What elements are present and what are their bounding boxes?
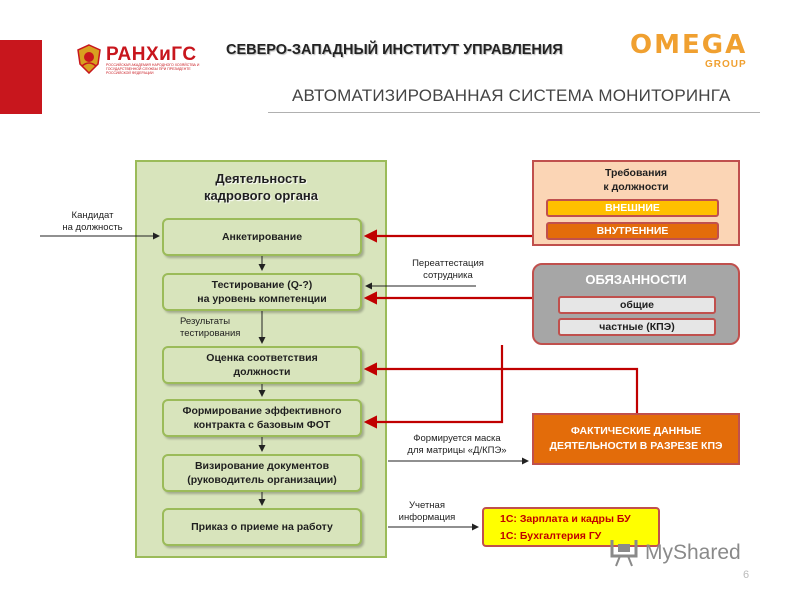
- hr-panel-title-line1: Деятельность: [215, 171, 307, 186]
- watermark-text: MyShared: [645, 541, 741, 564]
- requirements-title-line2: к должности: [603, 181, 669, 193]
- 1c-accounting-item: 1С: Бухгалтерия ГУ: [500, 530, 602, 542]
- label-line: Учетная: [409, 500, 445, 511]
- requirement-external: ВНЕШНИЕ: [546, 199, 719, 217]
- facts-line2: ДЕЯТЕЛЬНОСТИ В РАЗРЕЗЕ КПЭ: [549, 440, 723, 452]
- step-line: Анкетирование: [221, 231, 303, 243]
- hr-panel-title: Деятельность кадрового органа: [135, 170, 387, 204]
- actual-kpi-data-box: ФАКТИЧЕСКИЕ ДАННЫЕ ДЕЯТЕЛЬНОСТИ В РАЗРЕЗЕ…: [532, 413, 740, 465]
- page-number: 6: [743, 569, 750, 581]
- step-line: должности: [233, 366, 291, 378]
- step-line: контракта с базовым ФОТ: [193, 419, 331, 431]
- myshared-icon: [610, 540, 638, 567]
- step-document-approval: Визирование документов (руководитель орга…: [162, 454, 362, 492]
- requirements-title-line1: Требования: [604, 167, 668, 179]
- duties-title: ОБЯЗАННОСТИ: [585, 272, 687, 287]
- step-line: Формирование эффективного: [182, 405, 342, 417]
- label-line: Переаттестация: [412, 258, 484, 269]
- 1c-systems-box: 1С: Зарплата и кадры БУ 1С: Бухгалтерия …: [482, 507, 660, 547]
- step-testing: Тестирование (Q-?) на уровень компетенции: [162, 273, 362, 311]
- brand-logo-sub: GROUP: [705, 59, 747, 70]
- label-line: для матрицы «Д/КПЭ»: [407, 445, 507, 456]
- duties-to-contract-arrow: [363, 345, 504, 429]
- step-compliance-assessment: Оценка соответствия должности: [162, 346, 362, 384]
- 1c-payroll-item: 1С: Зарплата и кадры БУ: [500, 513, 631, 525]
- hr-panel-title-line2: кадрового органа: [203, 188, 319, 203]
- label-line: информация: [398, 512, 456, 523]
- institute-title: СЕВЕРО-ЗАПАДНЫЙ ИНСТИТУТ УПРАВЛЕНИЯ: [226, 42, 563, 58]
- label-line: Кандидат: [71, 210, 114, 221]
- mask-label: Формируется маска для матрицы «Д/КПЭ»: [396, 433, 518, 457]
- label-line: тестирования: [180, 328, 241, 339]
- step-line: на уровень компетенции: [197, 293, 327, 305]
- label-line: Результаты: [180, 316, 231, 327]
- test-results-label: Результаты тестирования: [180, 316, 260, 340]
- logo-subtext: РОССИЙСКАЯ АКАДЕМИЯ НАРОДНОГО ХОЗЯЙСТВА …: [106, 63, 200, 75]
- header-accent-bar: [0, 40, 42, 114]
- account-info-label: Учетная информация: [392, 500, 462, 524]
- facts-line1: ФАКТИЧЕСКИЕ ДАННЫЕ: [570, 425, 702, 437]
- step-line: Оценка соответствия: [206, 352, 318, 364]
- facts-to-assessment-arrow: [363, 362, 639, 413]
- system-title: АВТОМАТИЗИРОВАННАЯ СИСТЕМА МОНИТОРИНГА: [292, 86, 731, 105]
- header-divider: [268, 112, 760, 113]
- step-contract-formation: Формирование эффективного контракта с баз…: [162, 399, 362, 437]
- duty-private-kpi: частные (КПЭ): [558, 318, 716, 336]
- step-questionnaire: Анкетирование: [162, 218, 362, 256]
- label-line: на должность: [62, 222, 123, 233]
- step-line: Тестирование (Q-?): [211, 279, 313, 291]
- step-line: (руководитель организации): [187, 474, 337, 486]
- brand-logo: OMEGA: [630, 30, 748, 60]
- requirement-internal: ВНУТРЕННИЕ: [546, 222, 719, 240]
- reattestation-label: Переаттестация сотрудника: [398, 258, 498, 282]
- requirements-title: Требования к должности: [532, 166, 740, 194]
- duty-general: общие: [558, 296, 716, 314]
- candidate-label: Кандидат на должность: [40, 210, 145, 234]
- ranepa-emblem-icon: [77, 44, 101, 74]
- step-hiring-order: Приказ о приеме на работу: [162, 508, 362, 546]
- logo-text: РАНХиГС: [106, 44, 197, 65]
- step-line: Визирование документов: [194, 460, 330, 472]
- step-line: Приказ о приеме на работу: [191, 521, 333, 533]
- label-line: сотрудника: [423, 270, 473, 281]
- label-line: Формируется маска: [413, 433, 501, 444]
